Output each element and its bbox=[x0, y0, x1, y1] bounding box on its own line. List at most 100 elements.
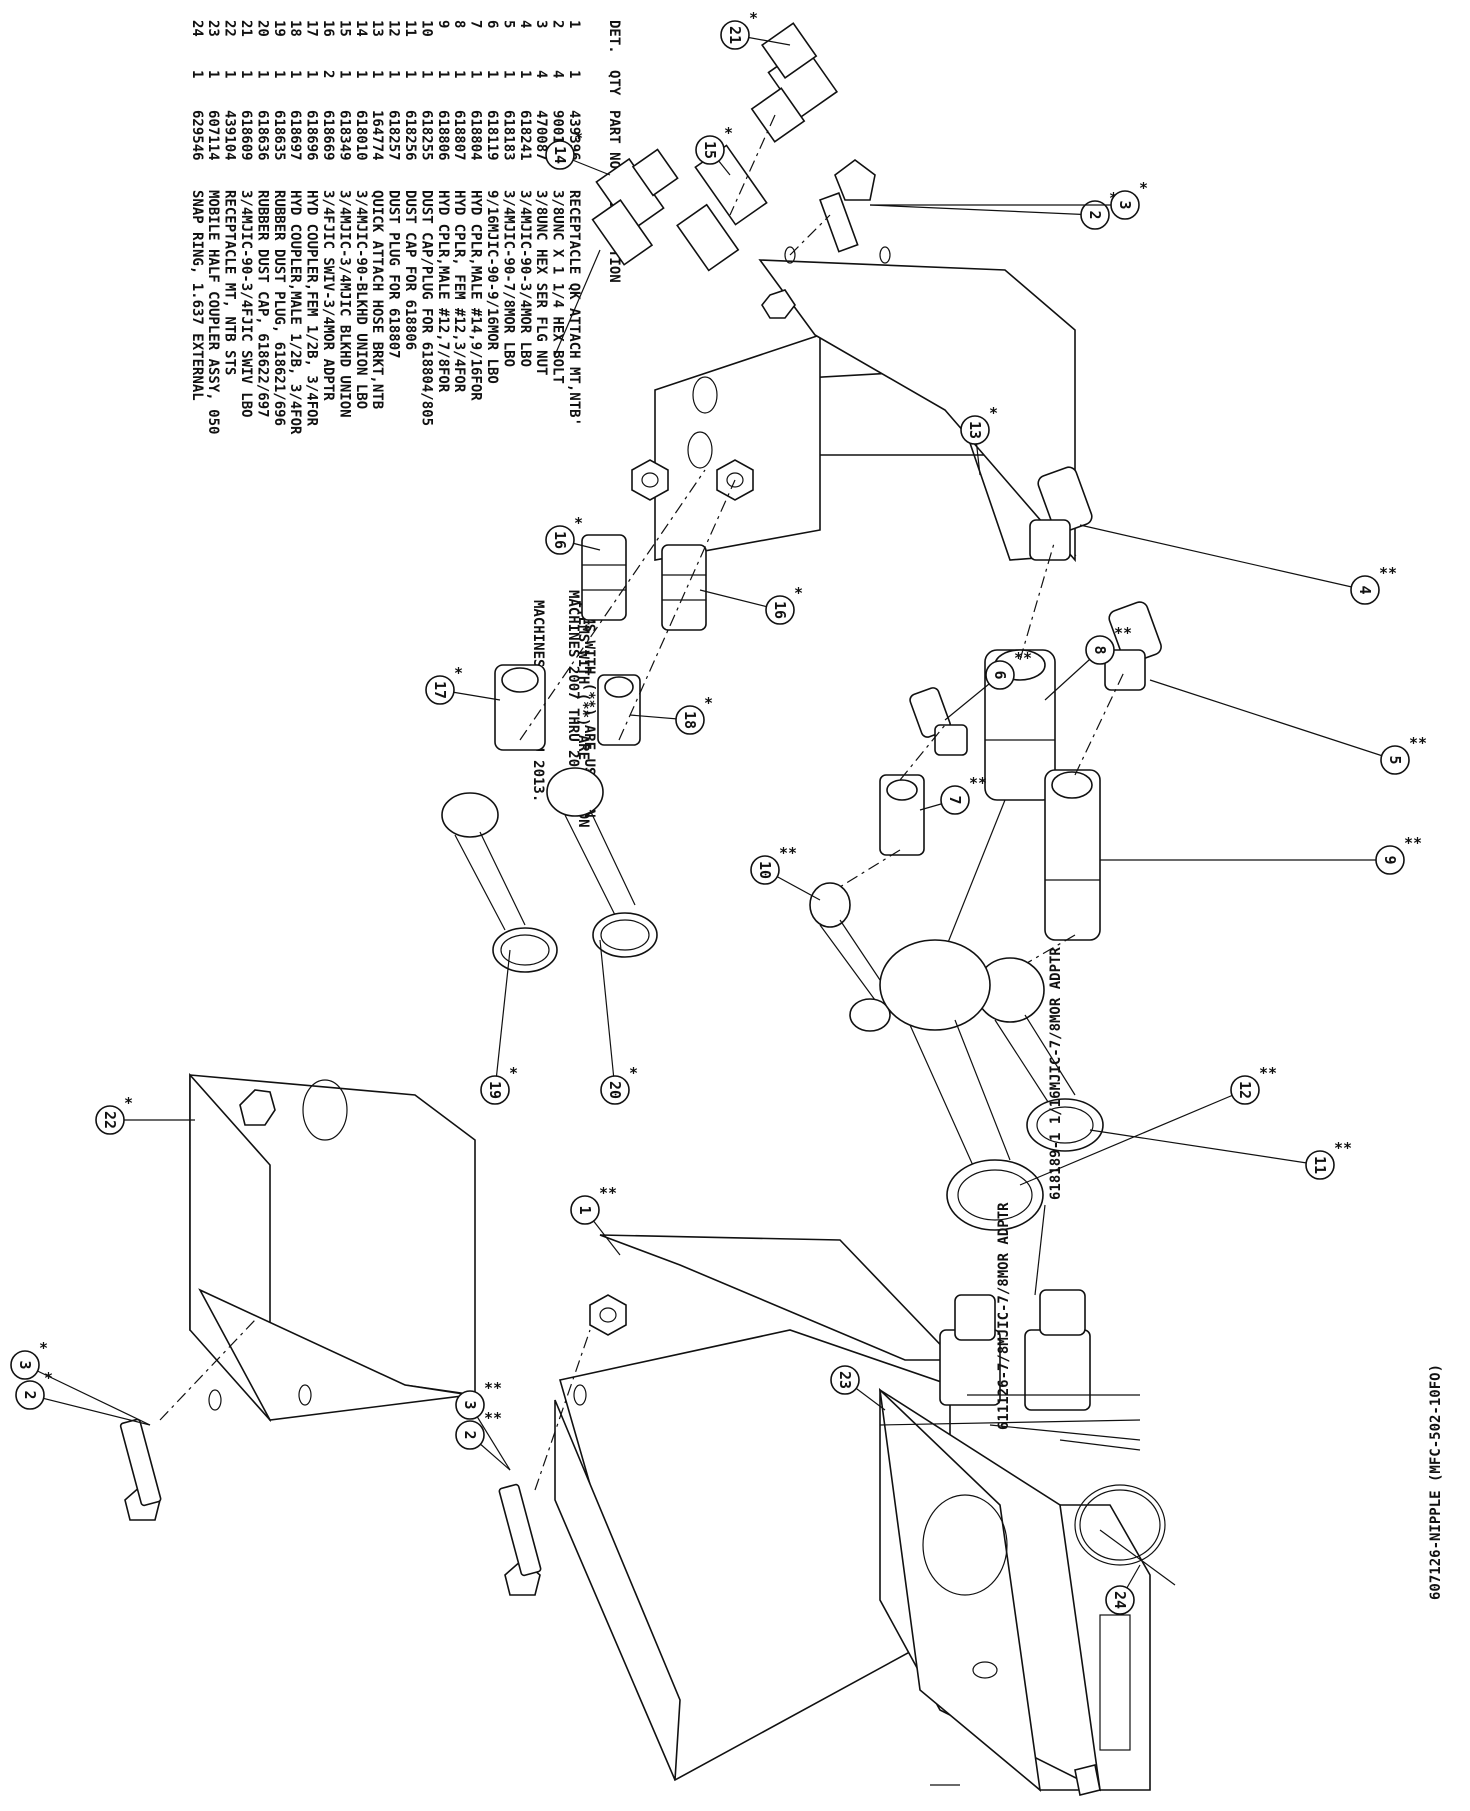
coupler-assembly-23 bbox=[878, 1387, 1151, 1796]
callout-leader bbox=[1019, 1089, 1246, 1186]
callout-leader bbox=[494, 949, 511, 1091]
table-cell-part: 618349 bbox=[336, 110, 352, 161]
dust-cap-11 bbox=[975, 957, 1104, 1152]
table-cell-det: 22 bbox=[222, 20, 238, 37]
table-cell-qty: 1 bbox=[254, 70, 270, 78]
callout-mark: * bbox=[44, 1369, 53, 1387]
callout-bubble bbox=[545, 525, 575, 555]
callout-number: 24 bbox=[1111, 1591, 1129, 1609]
callout-bubble bbox=[960, 415, 990, 445]
callout-7: 7** bbox=[919, 774, 987, 815]
callout-bubble bbox=[1105, 1585, 1135, 1615]
table-cell-part: 607114 bbox=[205, 110, 221, 161]
table-cell-det: 23 bbox=[205, 20, 221, 37]
table-cell-desc: HYD CPLR,MALE #12,7/8FOR bbox=[435, 190, 451, 393]
callout-leader bbox=[599, 939, 616, 1091]
callout-bubble bbox=[15, 1380, 45, 1410]
table-cell-det: 24 bbox=[189, 20, 205, 37]
callout-leader bbox=[1089, 1129, 1321, 1166]
callout-bubble bbox=[830, 1365, 860, 1395]
callout-number: 21 bbox=[726, 26, 744, 44]
fitting-21 bbox=[750, 22, 839, 143]
callout-bubble bbox=[675, 705, 705, 735]
table-cell-det: 3 bbox=[533, 20, 549, 28]
table-cell-det: 6 bbox=[484, 20, 500, 28]
callout-3: 3* bbox=[10, 1339, 151, 1426]
callout-number: 14 bbox=[551, 146, 569, 164]
table-cell-qty: 1 bbox=[386, 70, 402, 78]
callout-13: 13* bbox=[960, 404, 998, 476]
callout-11: 11** bbox=[1089, 1129, 1352, 1180]
callout-number: 4 bbox=[1356, 585, 1374, 594]
table-cell-det: 11 bbox=[402, 20, 418, 37]
nut-3-lower bbox=[589, 1294, 627, 1336]
callout-number: 8 bbox=[1091, 645, 1109, 654]
table-cell-part: 618669 bbox=[320, 110, 336, 161]
callout-number: 6 bbox=[991, 670, 1009, 679]
table-cell-qty: 1 bbox=[205, 70, 221, 78]
table-cell-part: 618806 bbox=[435, 110, 451, 161]
table-cell-part: 618183 bbox=[500, 110, 516, 161]
table-cell-qty: 1 bbox=[271, 70, 287, 78]
table-cell-part: 618804 bbox=[468, 110, 484, 161]
table-cell-part: 618256 bbox=[402, 110, 418, 161]
table-cell-det: 9 bbox=[435, 20, 451, 28]
callout-15: 15* bbox=[695, 124, 733, 176]
callout-mark: * bbox=[574, 129, 583, 147]
callout-10: 10** bbox=[750, 844, 821, 901]
table-cell-det: 15 bbox=[336, 20, 352, 37]
table-cell-qty: 1 bbox=[402, 70, 418, 78]
table-header-det: DET. bbox=[606, 20, 622, 54]
table-cell-desc: 3/4MJIC-3/4MJIC BLKHD UNION bbox=[336, 190, 352, 418]
elbow-5 bbox=[1104, 601, 1162, 691]
table-cell-desc: 3/4FJIC SWIV-3/4MOR ADPTR bbox=[320, 190, 336, 401]
table-cell-qty: 1 bbox=[517, 70, 533, 78]
callout-bubble bbox=[95, 1105, 125, 1135]
callout-number: 11 bbox=[1311, 1156, 1329, 1174]
callout-mark: * bbox=[454, 664, 463, 682]
callout-3: 3* bbox=[870, 179, 1148, 220]
usage-note-line-2-text: MACHINES 2007 THRU 2013. bbox=[565, 590, 581, 792]
callout-bubble bbox=[1080, 200, 1110, 230]
table-cell-qty: 4 bbox=[550, 70, 566, 78]
table-cell-part: 470087 bbox=[533, 110, 549, 161]
table-cell-desc: HYD COUPLER,FEM 1/2B, 3/4FOR bbox=[304, 190, 320, 427]
callout-number: 22 bbox=[101, 1111, 119, 1129]
callout-mark: ** bbox=[484, 1409, 502, 1427]
callout-bubble bbox=[425, 675, 455, 705]
callout-mark: * bbox=[1139, 179, 1148, 197]
callout-bubble bbox=[570, 1195, 600, 1225]
callout-2: 2* bbox=[869, 189, 1118, 230]
table-cell-det: 5 bbox=[500, 20, 516, 28]
callout-number: 17 bbox=[431, 681, 449, 699]
callout-number: 2 bbox=[21, 1390, 39, 1399]
table-cell-qty: 1 bbox=[336, 70, 352, 78]
receptacle-1 bbox=[554, 1234, 957, 1782]
callout-23: 23 bbox=[830, 1365, 886, 1411]
callout-bubble bbox=[10, 1350, 40, 1380]
table-header-part: PART NO. bbox=[606, 110, 622, 177]
coupler-7 bbox=[879, 774, 925, 856]
table-cell-qty: 1 bbox=[500, 70, 516, 78]
callout-leader bbox=[24, 1364, 151, 1426]
callout-leader bbox=[869, 204, 1096, 216]
bolt-2-left-top bbox=[119, 1418, 162, 1521]
callout-bubble bbox=[940, 785, 970, 815]
table-cell-desc: 3/4MJIC-90-BLKHD UNION LBO bbox=[353, 190, 369, 409]
callout-bubble bbox=[985, 660, 1015, 690]
table-cell-det: 16 bbox=[320, 20, 336, 37]
callout-bubble bbox=[480, 1075, 510, 1105]
callout-21: 21* bbox=[720, 9, 791, 50]
callout-bubble bbox=[1230, 1075, 1260, 1105]
table-cell-det: 2 bbox=[550, 20, 566, 28]
table-cell-det: 8 bbox=[451, 20, 467, 28]
table-cell-qty: 1 bbox=[222, 70, 238, 78]
hose-bracket-13 bbox=[654, 246, 1077, 563]
table-cell-det: 10 bbox=[418, 20, 434, 37]
table-cell-desc: 3/8UNC HEX SER FLG NUT bbox=[533, 190, 549, 375]
callout-bubble bbox=[750, 855, 780, 885]
table-cell-part: 618119 bbox=[484, 110, 500, 161]
table-cell-part: 618636 bbox=[254, 110, 270, 161]
